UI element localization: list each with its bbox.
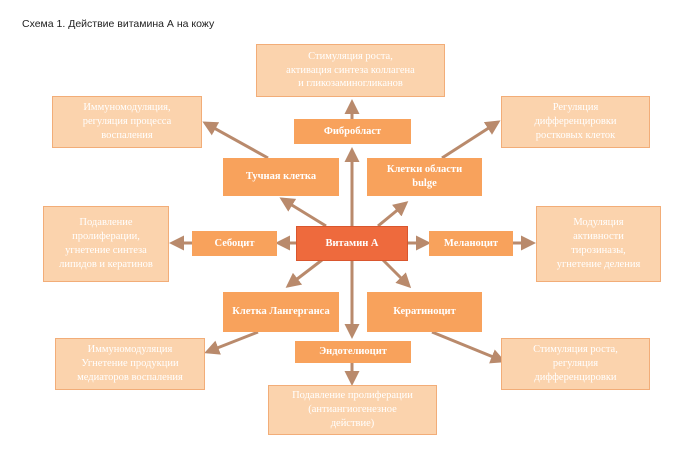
arrow-mast-effect: [202, 121, 269, 160]
arrow-to-langerhans: [285, 258, 323, 288]
vitamin-a-node: Витамин А: [296, 226, 408, 261]
fibroblast-effect-box: Стимуляция роста, активация синтеза колл…: [256, 44, 445, 97]
sebocyte-label: Себоцит: [214, 237, 255, 249]
melanocyte-effect-text: Модуляция активности тирозиназы, угнетен…: [556, 217, 641, 270]
langerhans-node: Клетка Лангерганса: [223, 292, 339, 332]
bulge-cells-node: Клетки области bulge: [367, 158, 482, 196]
melanocyte-node: Меланоцит: [429, 231, 513, 256]
endotheliocyte-effect-text: Подавление пролиферации (антиангиогенезн…: [292, 390, 413, 429]
endotheliocyte-effect-box: Подавление пролиферации (антиангиогенезн…: [268, 385, 437, 435]
langerhans-effect-box: Иммуномодуляция Угнетение продукции меди…: [55, 338, 205, 390]
mast-cell-label: Тучная клетка: [245, 171, 317, 183]
arrow-to-mast-cell: [279, 197, 327, 228]
arrow-to-bulge: [377, 201, 409, 228]
fibroblast-node: Фибробласт: [294, 119, 411, 144]
arrow-langerhans-effect: [204, 330, 259, 355]
arrow-bulge-effect: [441, 120, 501, 160]
keratinocyte-effect-box: Стимуляция роста, регуляция дифференциро…: [501, 338, 650, 390]
figure-caption: Схема 1. Действие витамина А на кожу: [22, 18, 215, 30]
sebocyte-effect-text: Подавление пролиферации, угнетение синте…: [59, 217, 153, 270]
melanocyte-effect-box: Модуляция активности тирозиназы, угнетен…: [536, 206, 661, 282]
keratinocyte-label: Кератиноцит: [393, 306, 456, 318]
endotheliocyte-node: Эндотелиоцит: [295, 341, 411, 363]
bulge-effect-text: Регуляция дифференцировки ростковых клет…: [534, 102, 617, 141]
arrow-keratinocyte-effect: [431, 330, 506, 364]
fibroblast-label: Фибробласт: [323, 125, 382, 137]
sebocyte-node: Себоцит: [192, 231, 277, 256]
bulge-cells-label: Клетки области bulge: [386, 164, 463, 189]
mast-cell-effect-text: Иммуномодуляция, регуляция процесса восп…: [82, 102, 172, 141]
keratinocyte-effect-text: Стимуляция роста, регуляция дифференциро…: [533, 344, 618, 383]
sebocyte-effect-box: Подавление пролиферации, угнетение синте…: [43, 206, 169, 282]
bulge-effect-box: Регуляция дифференцировки ростковых клет…: [501, 96, 650, 148]
endotheliocyte-label: Эндотелиоцит: [319, 346, 387, 358]
keratinocyte-node: Кератиноцит: [367, 292, 482, 332]
fibroblast-effect-text: Стимуляция роста, активация синтеза колл…: [286, 50, 415, 90]
langerhans-label: Клетка Лангерганса: [232, 306, 330, 318]
langerhans-effect-text: Иммуномодуляция Угнетение продукции меди…: [77, 344, 183, 383]
arrow-to-keratinocyte: [381, 258, 412, 289]
vitamin-a-label: Витамин А: [325, 237, 379, 249]
mast-cell-effect-box: Иммуномодуляция, регуляция процесса восп…: [52, 96, 202, 148]
mast-cell-node: Тучная клетка: [223, 158, 339, 196]
melanocyte-label: Меланоцит: [443, 237, 499, 249]
